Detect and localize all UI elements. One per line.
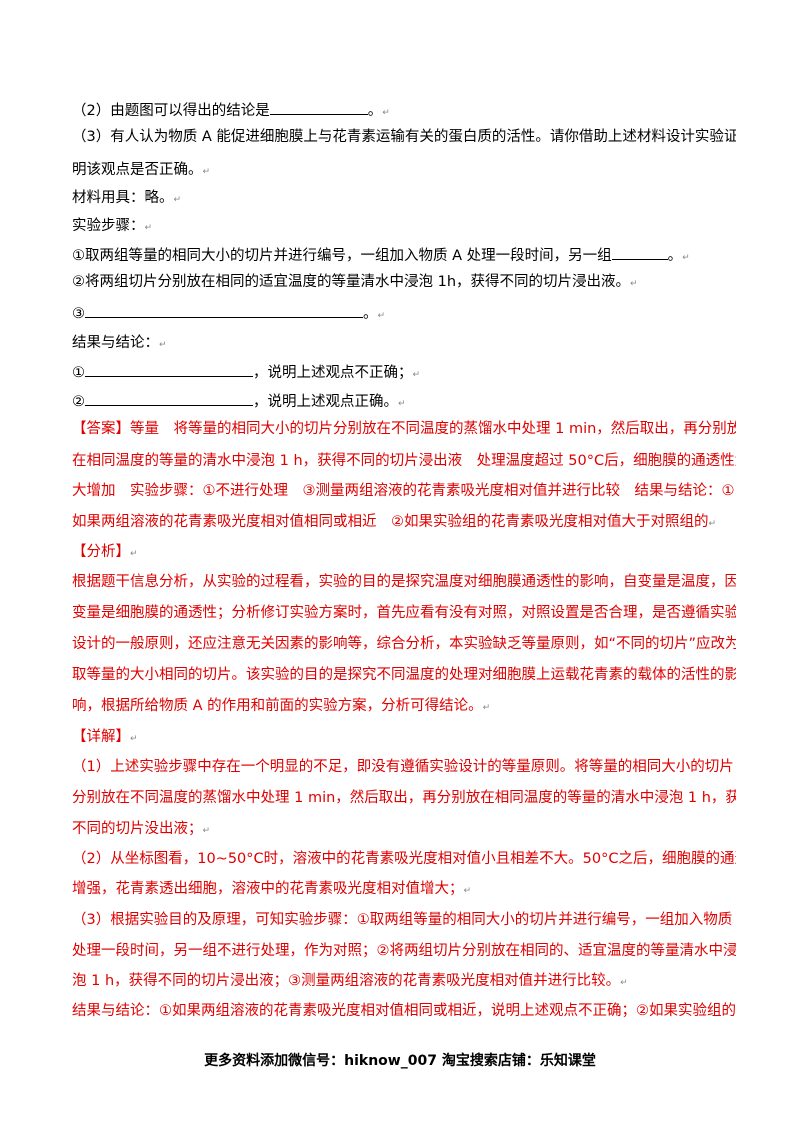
- detail-line: 处理一段时间，另一组不进行处理，作为对照；②将两组切片分别放在相同的、适宜温度的…: [72, 943, 736, 959]
- detail-line: （1）上述实验步骤中存在一个明显的不足，即没有遵循实验设计的等量原则。将等量的相…: [72, 759, 734, 775]
- answer-blank: [269, 99, 368, 115]
- step-3: ③。↵: [72, 302, 736, 326]
- detail-line: 不同的切片没出液；↵: [72, 821, 211, 837]
- result-2: ②，说明上述观点正确。↵: [72, 390, 736, 414]
- analysis-line: 根据题干信息分析，从实验的过程看，实验的目的是探究温度对细胞膜通透性的影响，自变…: [72, 574, 736, 590]
- detail-line: 分别放在不同温度的蒸馏水中处理 1 min，然后取出，再分别放在相同温度的等量的…: [72, 790, 736, 806]
- detail-line: 泡 1 h，获得不同的切片浸出液；③测量两组溶液的花青素吸光度相对值并进行比较。…: [72, 973, 628, 989]
- analysis-heading: 【分析】↵: [72, 544, 138, 560]
- answer-line: 【答案】等量 将等量的相同大小的切片分别放在不同温度的蒸馏水中处理 1 min，…: [72, 421, 736, 437]
- detail-heading: 【详解】↵: [72, 729, 138, 745]
- answer-blank: [85, 390, 253, 406]
- step-2: ②将两组切片分别放在相同的适宜温度的等量清水中浸泡 1h，获得不同的切片浸出液。…: [72, 274, 638, 290]
- detail-line: （3）根据实验目的及原理，可知实验步骤：①取两组等量的相同大小的切片并进行编号，…: [72, 912, 736, 928]
- steps-label: 实验步骤：↵: [72, 218, 153, 234]
- detail-line: （2）从坐标图看，10~50°C时，溶液中的花青素吸光度相对值小且相差不大。50…: [72, 851, 736, 867]
- question-2: （2）由题图可以得出的结论是。↵: [72, 99, 736, 123]
- detail-line: 增强，花青素透出细胞，溶液中的花青素吸光度相对值增大；↵: [72, 881, 472, 897]
- question-3-line-1: （3）有人认为物质 A 能促进细胞膜上与花青素运输有关的蛋白质的活性。请你借助上…: [72, 129, 736, 145]
- answer-line: 在相同温度的等量的清水中浸泡 1 h，获得不同的切片浸出液 处理温度超过 50°…: [72, 453, 736, 469]
- result-1: ①，说明上述观点不正确；↵: [72, 361, 736, 385]
- materials-line: 材料用具：略。↵: [72, 190, 182, 206]
- step-1: ①取两组等量的相同大小的切片并进行编号，一组加入物质 A 处理一段时间，另一组。…: [72, 244, 736, 268]
- analysis-line: 变量是细胞膜的通透性；分析修订实验方案时，首先应看有没有对照，对照设置是否合理，…: [72, 605, 736, 621]
- answer-blank: [85, 302, 363, 318]
- analysis-line: 取等量的大小相同的切片。该实验的目的是探究不同温度的处理对细胞膜上运载花青素的载…: [72, 667, 736, 683]
- question-3-line-2: 明该观点是否正确。↵: [72, 162, 211, 178]
- analysis-line: 设计的一般原则，还应注意无关因素的影响等，综合分析，本实验缺乏等量原则，如“不同…: [72, 636, 736, 652]
- answer-blank: [85, 361, 253, 377]
- answer-line: 如果两组溶液的花青素吸光度相对值相同或相近 ②如果实验组的花青素吸光度相对值大于…: [72, 514, 717, 530]
- result-label: 结果与结论：↵: [72, 335, 167, 351]
- page-footer: 更多资料添加微信号：hiknow_007 淘宝搜索店铺：乐知课堂: [204, 1053, 596, 1069]
- answer-blank: [611, 244, 668, 260]
- analysis-line: 响，根据所给物质 A 的作用和前面的实验方案，分析可得结论。↵: [72, 698, 491, 714]
- answer-line: 大增加 实验步骤：①不进行处理 ③测量两组溶液的花青素吸光度相对值并进行比较 结…: [72, 483, 735, 499]
- detail-line: 结果与结论：①如果两组溶液的花青素吸光度相对值相同或相近，说明上述观点不正确；②…: [72, 1003, 736, 1019]
